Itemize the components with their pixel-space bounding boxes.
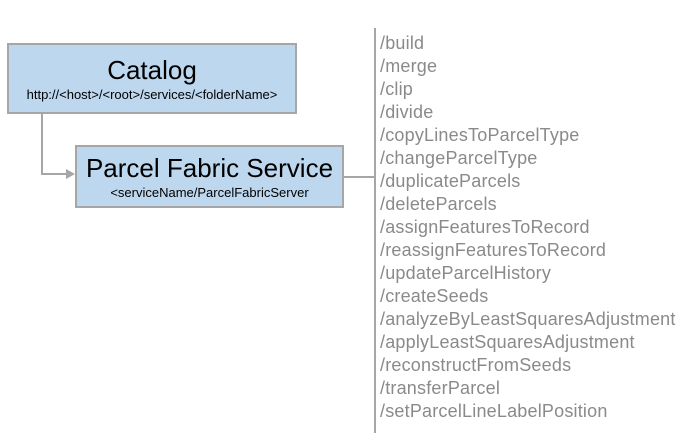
endpoint-item: /reassignFeaturesToRecord xyxy=(380,240,607,260)
catalog-title: Catalog xyxy=(107,54,197,85)
endpoint-item: /divide xyxy=(380,102,434,122)
endpoint-item: /duplicateParcels xyxy=(380,171,521,191)
connector-service-to-divider xyxy=(343,176,375,178)
endpoint-item: /createSeeds xyxy=(380,286,489,306)
endpoint-item: /build xyxy=(380,33,425,53)
connector-elbow-horizontal xyxy=(41,173,68,175)
endpoint-item: /updateParcelHistory xyxy=(380,263,552,283)
parcel-fabric-service-title: Parcel Fabric Service xyxy=(85,152,334,183)
service-name-subtitle: <serviceName/ParcelFabricServer xyxy=(110,184,309,200)
parcel-fabric-service-node: Parcel Fabric Service <serviceName/Parce… xyxy=(75,145,344,208)
endpoint-item: /reconstructFromSeeds xyxy=(380,355,572,375)
endpoint-item: /clip xyxy=(380,79,414,99)
arrowhead-right-icon xyxy=(66,169,75,179)
endpoint-item: /copyLinesToParcelType xyxy=(380,125,580,145)
connector-elbow-vertical xyxy=(41,114,43,175)
endpoint-item: /assignFeaturesToRecord xyxy=(380,217,590,237)
endpoint-item: /deleteParcels xyxy=(380,194,497,214)
endpoint-item: /applyLeastSquaresAdjustment xyxy=(380,332,635,352)
endpoint-item: /analyzeByLeastSquaresAdjustment xyxy=(380,309,676,329)
endpoint-item: /changeParcelType xyxy=(380,148,538,168)
catalog-url-subtitle: http://<host>/<root>/services/<folderNam… xyxy=(26,86,278,102)
endpoint-item: /setParcelLineLabelPosition xyxy=(380,401,608,421)
endpoint-item: /transferParcel xyxy=(380,378,501,398)
endpoint-divider-line xyxy=(374,28,376,433)
endpoint-item: /merge xyxy=(380,56,438,76)
endpoint-list: /build/merge/clip/divide/copyLinesToParc… xyxy=(380,32,676,423)
catalog-node: Catalog http://<host>/<root>/services/<f… xyxy=(7,43,297,114)
